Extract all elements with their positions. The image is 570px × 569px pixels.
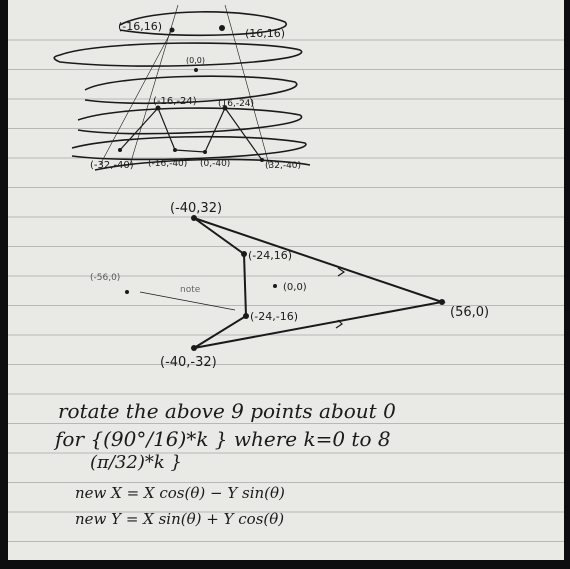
spiral-loop-2 (53, 42, 303, 67)
direction-tick (337, 267, 346, 277)
spiral-loop-3 (84, 75, 298, 105)
vertex-point (125, 290, 129, 294)
vertex-point (241, 251, 247, 257)
vertex-labels: (-40,32) (-24,16) (0,0) (-24,-16) (-40,-… (90, 201, 489, 370)
vertex-label: (-40,-32) (160, 355, 217, 370)
vertex-label: (-40,32) (170, 201, 222, 216)
sketch-point (260, 158, 264, 162)
sketch-label: (-16,-40) (148, 159, 187, 169)
vertex-label: (-56,0) (90, 273, 120, 283)
vertex-point (273, 284, 277, 288)
sketch-label: (0,-40) (200, 159, 230, 169)
sketch-point (169, 27, 175, 33)
sketch-label: (16,16) (245, 27, 285, 40)
vertex-point (191, 345, 197, 351)
sketch-point (118, 148, 122, 152)
spiral-loop-4 (77, 107, 303, 135)
direction-tick (335, 319, 343, 329)
ruled-lines (8, 39, 564, 542)
note-line-2: for {(90°/16)*k } where k=0 to 8 (53, 427, 391, 451)
vertex-point (191, 215, 197, 221)
sketch-labels: (-16,16) (16,16) (0,0) (-16,-24) (16,-24… (90, 20, 301, 171)
spiral-loop-6 (94, 158, 311, 171)
construction-ray-1 (129, 4, 179, 166)
vertex-label: (-24,-16) (250, 310, 298, 323)
note-line-5: new Y = X sin(θ) + Y cos(θ) (75, 510, 284, 528)
stray-line (139, 291, 236, 311)
sketch-label: (32,-40) (265, 161, 301, 171)
vertex-point (243, 313, 249, 319)
arrow-diagram (139, 217, 446, 349)
vertex-label: (56,0) (450, 305, 489, 320)
sketch-point (219, 25, 225, 31)
vertex-point (439, 299, 445, 305)
note-line-3: (π/32)*k } (90, 452, 182, 473)
sketch-label: (16,-24) (218, 99, 254, 109)
top-sketch (53, 4, 311, 171)
note-line-4: new X = X cos(θ) − Y sin(θ) (75, 484, 285, 502)
spiral-loop-1 (119, 11, 288, 37)
inner-shape (119, 106, 263, 161)
faint-note: note (180, 285, 201, 295)
handwritten-notes: rotate the above 9 points about 0 for {(… (53, 399, 396, 528)
arrow-vertices (125, 215, 445, 351)
sketch-label: (-16,16) (118, 20, 162, 33)
sketch-point (173, 148, 177, 152)
sketch-point (155, 105, 161, 111)
sketch-point (222, 105, 228, 111)
sketch-points (118, 25, 264, 162)
spiral-loop-5 (71, 135, 307, 161)
arrow-shape (193, 217, 446, 349)
construction-ray-2 (224, 4, 271, 169)
sketch-point (194, 68, 198, 72)
vertex-label: (-24,16) (248, 249, 292, 262)
note-line-1: rotate the above 9 points about 0 (58, 399, 396, 423)
sketch-label: (-16,-24) (153, 96, 197, 107)
sketch-label: (-32,-40) (90, 160, 134, 171)
sketch-label: (0,0) (186, 56, 205, 65)
sketch-point (203, 150, 207, 154)
paper-sheet (8, 0, 564, 560)
vertex-label: (0,0) (283, 282, 307, 293)
construction-ray-3 (99, 29, 173, 166)
